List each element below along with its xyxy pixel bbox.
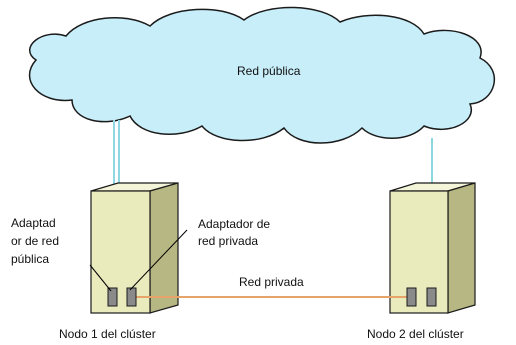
private-network-label: Red privada — [239, 275, 304, 289]
server-tower-node-1 — [90, 182, 179, 314]
public-adapter-label: Adaptad or de red pública — [11, 216, 60, 266]
server-side-face — [149, 182, 179, 314]
node-2-label: Nodo 2 del clúster — [367, 327, 464, 341]
server-side-face — [447, 182, 476, 314]
cloud-icon — [29, 6, 496, 144]
server-front-face — [389, 190, 449, 314]
network-port-icon — [107, 287, 118, 307]
public-adapter-leader-line — [89, 264, 112, 292]
public-network-label: Red pública — [237, 64, 301, 78]
server-front-face — [90, 190, 151, 314]
private-adapter-leader-line — [129, 229, 188, 291]
node-1-label: Nodo 1 del clúster — [59, 327, 156, 341]
server-tower-node-2 — [389, 182, 476, 314]
network-port-icon — [406, 287, 417, 307]
private-adapter-label: Adaptador de red privada — [198, 217, 271, 248]
network-port-icon — [426, 287, 437, 307]
network-port-icon — [126, 287, 137, 307]
